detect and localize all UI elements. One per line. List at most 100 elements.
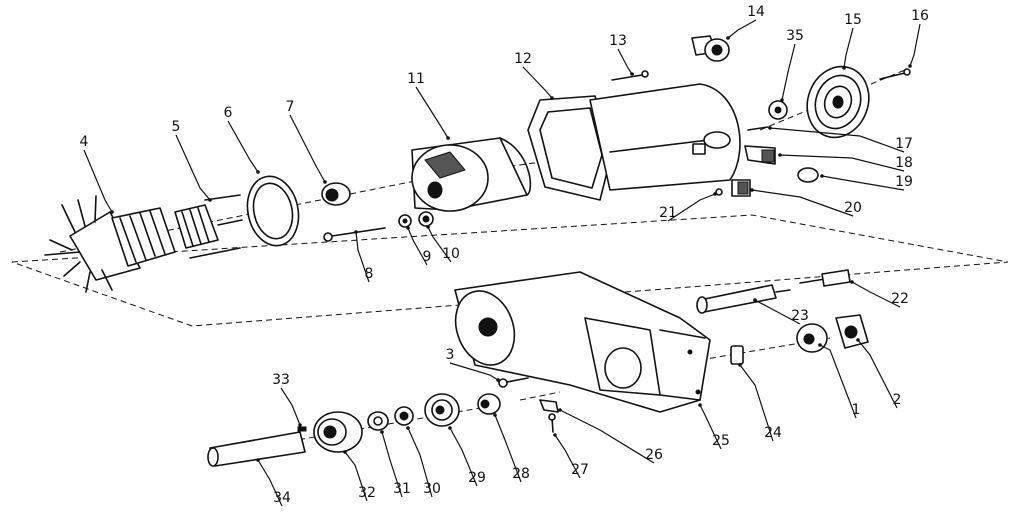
leader-line-13 <box>617 48 633 75</box>
callout-number-11: 11 <box>407 71 425 87</box>
callout-number-25: 25 <box>712 433 730 449</box>
leader-line-22 <box>851 281 901 308</box>
small-gear-part <box>768 100 788 120</box>
leader-line-30 <box>407 427 433 498</box>
callout-number-35: 35 <box>786 28 804 44</box>
leader-line-35 <box>781 43 796 101</box>
housing-screw-part <box>611 70 649 81</box>
motor-housing-part <box>527 83 741 201</box>
callout-number-30: 30 <box>423 481 441 497</box>
field-assembly-part <box>411 137 532 212</box>
armature-fan-part <box>44 195 243 293</box>
callout-number-34: 34 <box>273 490 291 506</box>
leader-line-3 <box>449 362 499 381</box>
thrust-washer-part <box>367 411 389 431</box>
leader-line-15 <box>843 27 854 69</box>
callout-number-1: 1 <box>852 402 861 418</box>
leader-arrow-22 <box>850 280 854 284</box>
switch-plate-part <box>744 145 776 165</box>
leader-line-16 <box>909 23 921 67</box>
leader-line-31 <box>381 431 403 498</box>
leader-arrow-16 <box>908 64 912 68</box>
leader-lines <box>83 19 921 507</box>
leader-arrow-24 <box>738 363 742 367</box>
leader-line-5 <box>175 134 211 201</box>
leader-line-33 <box>280 387 301 426</box>
leader-line-23 <box>754 299 801 325</box>
callout-number-29: 29 <box>468 470 486 486</box>
callout-number-33: 33 <box>272 372 290 388</box>
leader-arrow-12 <box>550 96 554 100</box>
baffle-ring-part <box>246 175 300 247</box>
leader-line-11 <box>415 86 449 139</box>
callout-number-13: 13 <box>609 33 627 49</box>
leader-arrow-23 <box>753 298 757 302</box>
leader-arrow-25 <box>698 403 702 407</box>
leader-arrow-17 <box>768 126 772 130</box>
leader-arrow-2 <box>856 338 860 342</box>
leader-arrow-31 <box>380 430 384 434</box>
leader-line-1 <box>819 344 857 419</box>
washer-part <box>418 211 434 227</box>
leader-arrow-35 <box>780 98 784 102</box>
callout-number-14: 14 <box>747 4 765 20</box>
leader-arrow-4 <box>110 210 114 214</box>
leader-line-12 <box>522 66 553 99</box>
leader-arrow-27 <box>553 433 557 437</box>
leader-arrow-34 <box>256 458 260 462</box>
callout-number-26: 26 <box>645 447 663 463</box>
assembly-outline <box>11 214 1009 327</box>
bearing-part <box>321 182 351 206</box>
leader-line-25 <box>699 404 722 450</box>
leader-line-24 <box>739 364 774 442</box>
callout-number-15: 15 <box>844 12 862 28</box>
leader-line-10 <box>427 226 452 263</box>
small-ball-part <box>715 188 723 196</box>
leader-line-20 <box>751 189 854 217</box>
callout-number-7: 7 <box>286 99 295 115</box>
callout-number-6: 6 <box>224 105 233 121</box>
leader-arrow-30 <box>406 426 410 430</box>
leader-arrow-8 <box>354 230 358 234</box>
callout-number-24: 24 <box>764 425 782 441</box>
callout-number-3: 3 <box>446 347 455 363</box>
leader-line-2 <box>857 339 898 409</box>
housing-screw-3-part <box>498 377 529 388</box>
spring-part <box>747 126 769 131</box>
callout-number-5: 5 <box>172 119 181 135</box>
bearing-flange-part <box>835 314 869 349</box>
leader-arrow-21 <box>713 192 717 196</box>
leader-arrow-33 <box>298 423 302 427</box>
callout-number-23: 23 <box>791 308 809 324</box>
callout-number-16: 16 <box>911 8 929 24</box>
leader-arrow-13 <box>630 72 634 76</box>
large-bearing-part <box>313 411 363 453</box>
callout-number-22: 22 <box>891 291 909 307</box>
upper-axis-line <box>59 69 906 253</box>
callout-number-9: 9 <box>423 249 432 265</box>
leader-arrow-9 <box>406 226 410 230</box>
end-cap-part <box>806 65 870 139</box>
switch-block-part <box>731 179 751 197</box>
leader-arrow-1 <box>818 343 822 347</box>
leader-arrow-20 <box>750 188 754 192</box>
leader-arrow-18 <box>778 153 782 157</box>
leader-line-6 <box>227 120 259 173</box>
callout-number-19: 19 <box>895 174 913 190</box>
callout-number-27: 27 <box>571 462 589 478</box>
leader-arrow-19 <box>820 174 824 178</box>
output-spindle-part <box>207 431 306 467</box>
leader-arrow-32 <box>343 450 347 454</box>
leader-arrow-3 <box>496 378 500 382</box>
housing-bearing-part <box>796 323 828 353</box>
leader-line-21 <box>667 193 716 222</box>
leader-arrow-10 <box>426 225 430 229</box>
leader-line-27 <box>554 434 581 479</box>
callout-number-20: 20 <box>844 200 862 216</box>
leader-line-19 <box>821 175 905 191</box>
callout-number-4: 4 <box>80 134 89 150</box>
lock-plate-part <box>539 399 559 413</box>
leader-line-8 <box>355 231 370 283</box>
